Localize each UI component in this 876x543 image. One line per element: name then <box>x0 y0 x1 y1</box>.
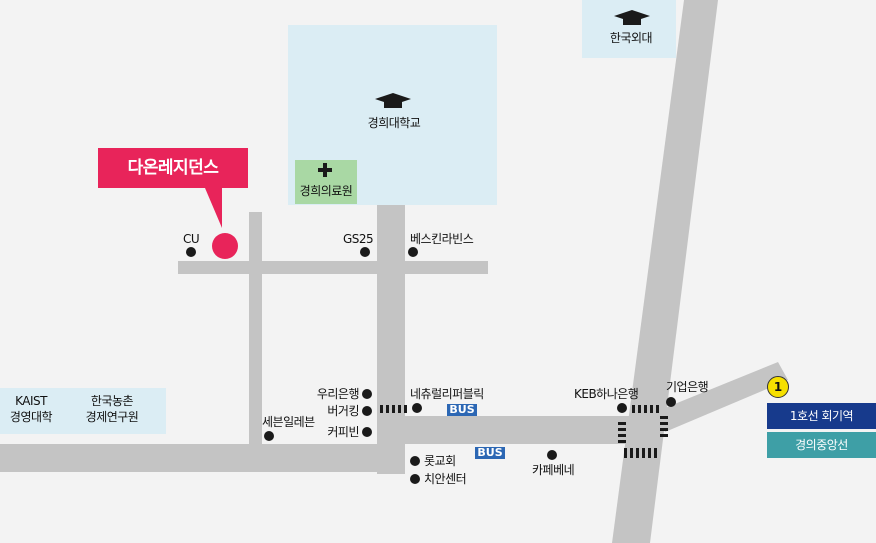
road-left-vertical <box>249 212 262 444</box>
kaist-label-line2: 경영대학 <box>9 410 53 424</box>
poi-chian-label: 치안센터 <box>424 472 467 486</box>
road-main-horizontal <box>0 444 405 472</box>
poi-cu-dot <box>186 247 196 257</box>
poi-cafebene-label: 카페베네 <box>532 463 575 477</box>
road-to-station <box>655 362 788 432</box>
poi-coffeebean-label: 커피빈 <box>327 425 359 439</box>
station-gyeongui-jungang[interactable]: 경의중앙선 <box>767 432 876 458</box>
bus-stop-badge: BUS <box>447 404 477 416</box>
poi-naturerepublic-label: 네츄럴리퍼블릭 <box>410 387 484 401</box>
callout-pointer <box>205 188 222 228</box>
poi-burgerking-label: 버거킹 <box>327 404 359 418</box>
poi-coffeebean-dot <box>362 427 372 437</box>
hospital-label: 경희의료원 <box>299 184 353 198</box>
poi-lotteria-dot <box>410 456 420 466</box>
poi-gs25-dot <box>360 247 370 257</box>
poi-baskin-label: 베스킨라빈스 <box>410 232 474 246</box>
poi-woori-dot <box>362 389 372 399</box>
road-top-horizontal <box>178 261 488 274</box>
graduation-cap-icon <box>375 93 411 108</box>
poi-naturerepublic-dot <box>412 403 422 413</box>
poi-seveneleven-label: 세븐일레븐 <box>262 415 315 429</box>
kreei-label-line2: 경제연구원 <box>85 410 139 424</box>
poi-cu-label: CU <box>183 232 200 246</box>
poi-chian-dot <box>410 474 420 484</box>
poi-lotteria-label: 롯교회 <box>424 454 456 468</box>
road-middle-horizontal <box>377 416 662 444</box>
medical-cross-icon <box>318 163 332 177</box>
poi-baskin-dot <box>408 247 418 257</box>
kreei-label-line1: 한국농촌 <box>90 394 134 408</box>
kaist-block <box>0 388 166 434</box>
poi-keb-label: KEB하나은행 <box>574 387 639 401</box>
poi-burgerking-dot <box>362 406 372 416</box>
poi-cafebene-dot <box>547 450 557 460</box>
poi-ibk-dot <box>666 397 676 407</box>
graduation-cap-icon <box>614 10 650 25</box>
station-line1[interactable]: 1호선 회기역 <box>767 403 876 429</box>
poi-woori-label: 우리은행 <box>316 387 360 401</box>
road-right-main <box>612 0 718 543</box>
destination-callout: 다온레지던스 <box>98 148 248 188</box>
khu-label: 경희대학교 <box>367 116 421 130</box>
poi-seveneleven-dot <box>264 431 274 441</box>
line1-badge: 1 <box>767 376 789 398</box>
location-pin-icon[interactable] <box>212 233 238 259</box>
bus-stop-badge: BUS <box>475 447 505 459</box>
poi-gs25-label: GS25 <box>343 232 374 246</box>
poi-ibk-label: 기업은행 <box>666 380 709 394</box>
poi-keb-dot <box>617 403 627 413</box>
kaist-label-line1: KAIST <box>15 394 47 408</box>
hufs-label: 한국외대 <box>609 31 653 45</box>
crosswalks <box>380 405 668 458</box>
hufs-block <box>582 0 676 58</box>
